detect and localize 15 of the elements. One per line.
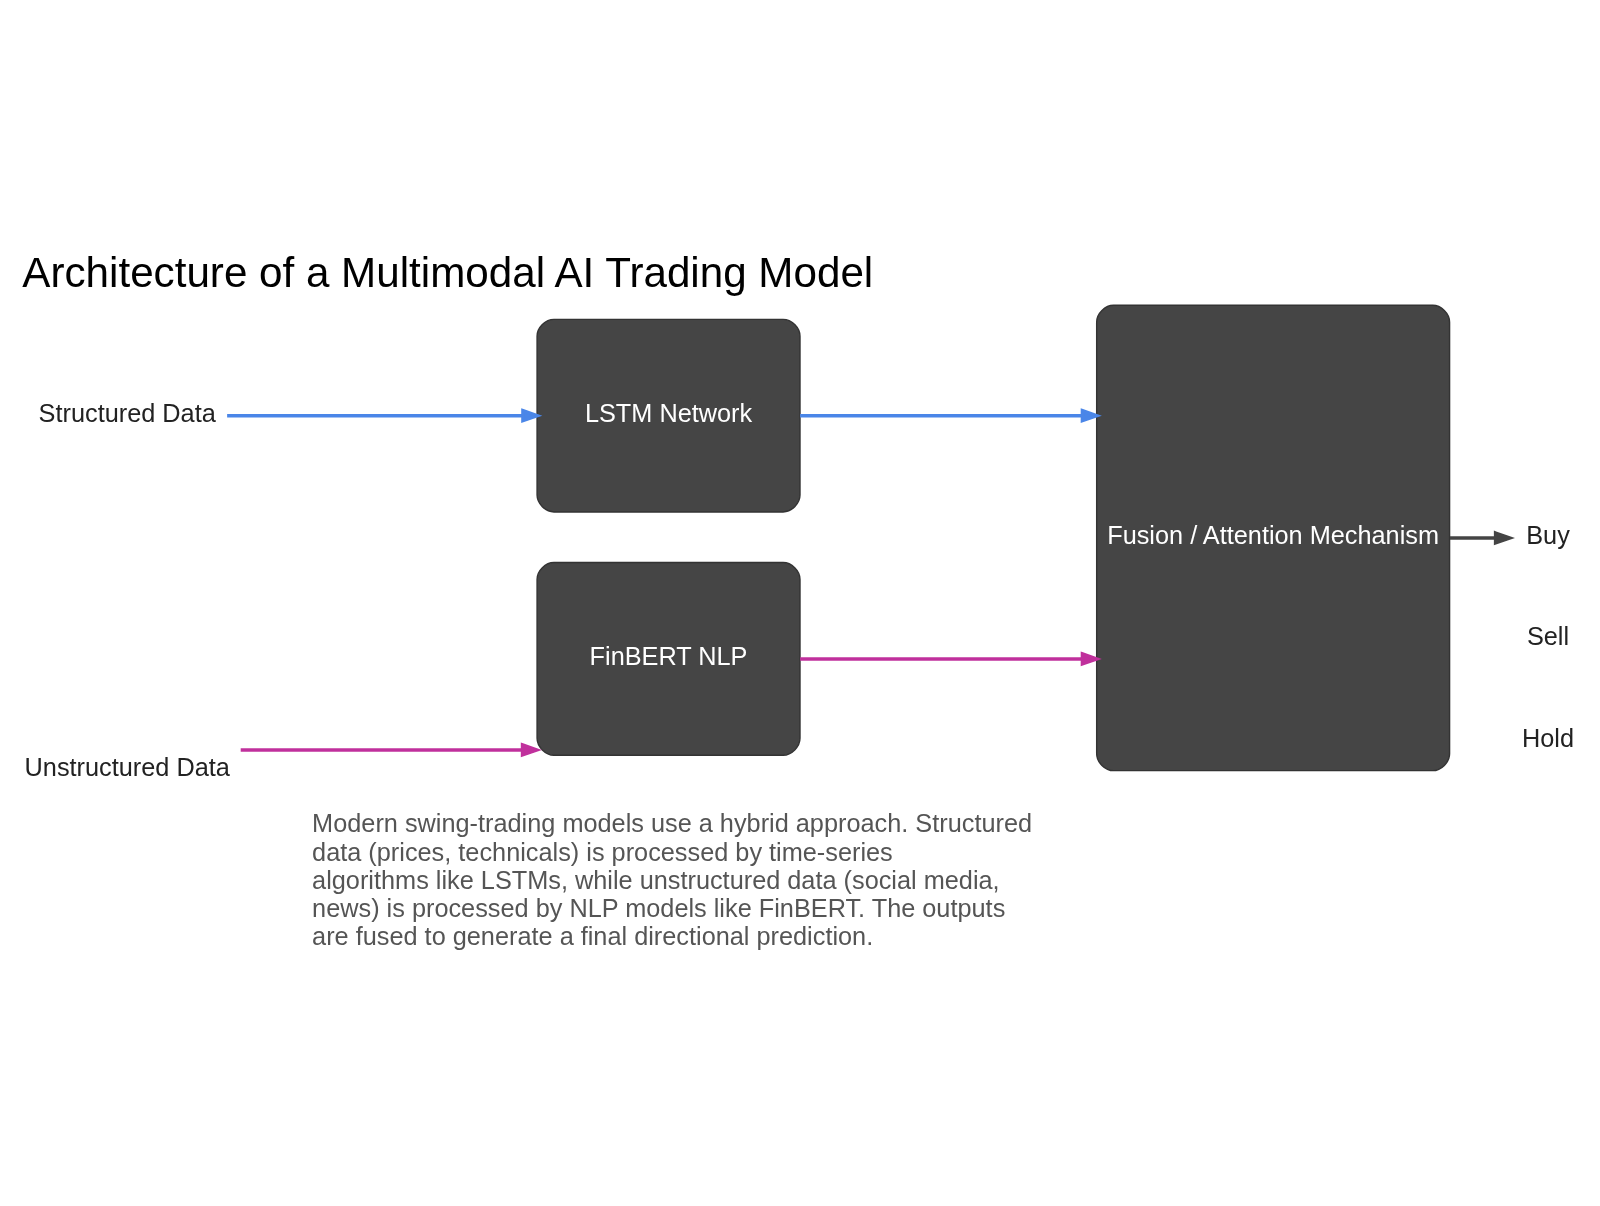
caption: Modern swing-trading models use a hybrid approach. Structured data (prices, technicals) is processed by time-series algorithms like LSTMs, while unstructured data (social media, news) is processed by NLP models like FinBERT. The outputs are fused to generate a final directional prediction. <box>312 809 1033 950</box>
node-text: Unstructured Data <box>24 753 230 782</box>
node-box: FinBERT NLP <box>536 561 801 756</box>
arrow <box>800 408 1102 424</box>
node-text: Sell <box>1526 622 1570 651</box>
node-box: LSTM Network <box>536 318 801 513</box>
arrow <box>1449 530 1515 546</box>
node-text: Structured Data <box>38 398 216 427</box>
node-text: Hold <box>1522 723 1575 752</box>
node-text: Buy <box>1526 521 1570 550</box>
arrow <box>227 408 543 424</box>
arrow <box>240 742 542 758</box>
node-box: Fusion / Attention Mechanism <box>1095 304 1451 772</box>
diagram-title: Architecture of a Multimodal AI Trading Model <box>22 248 874 296</box>
arrow <box>800 651 1102 667</box>
